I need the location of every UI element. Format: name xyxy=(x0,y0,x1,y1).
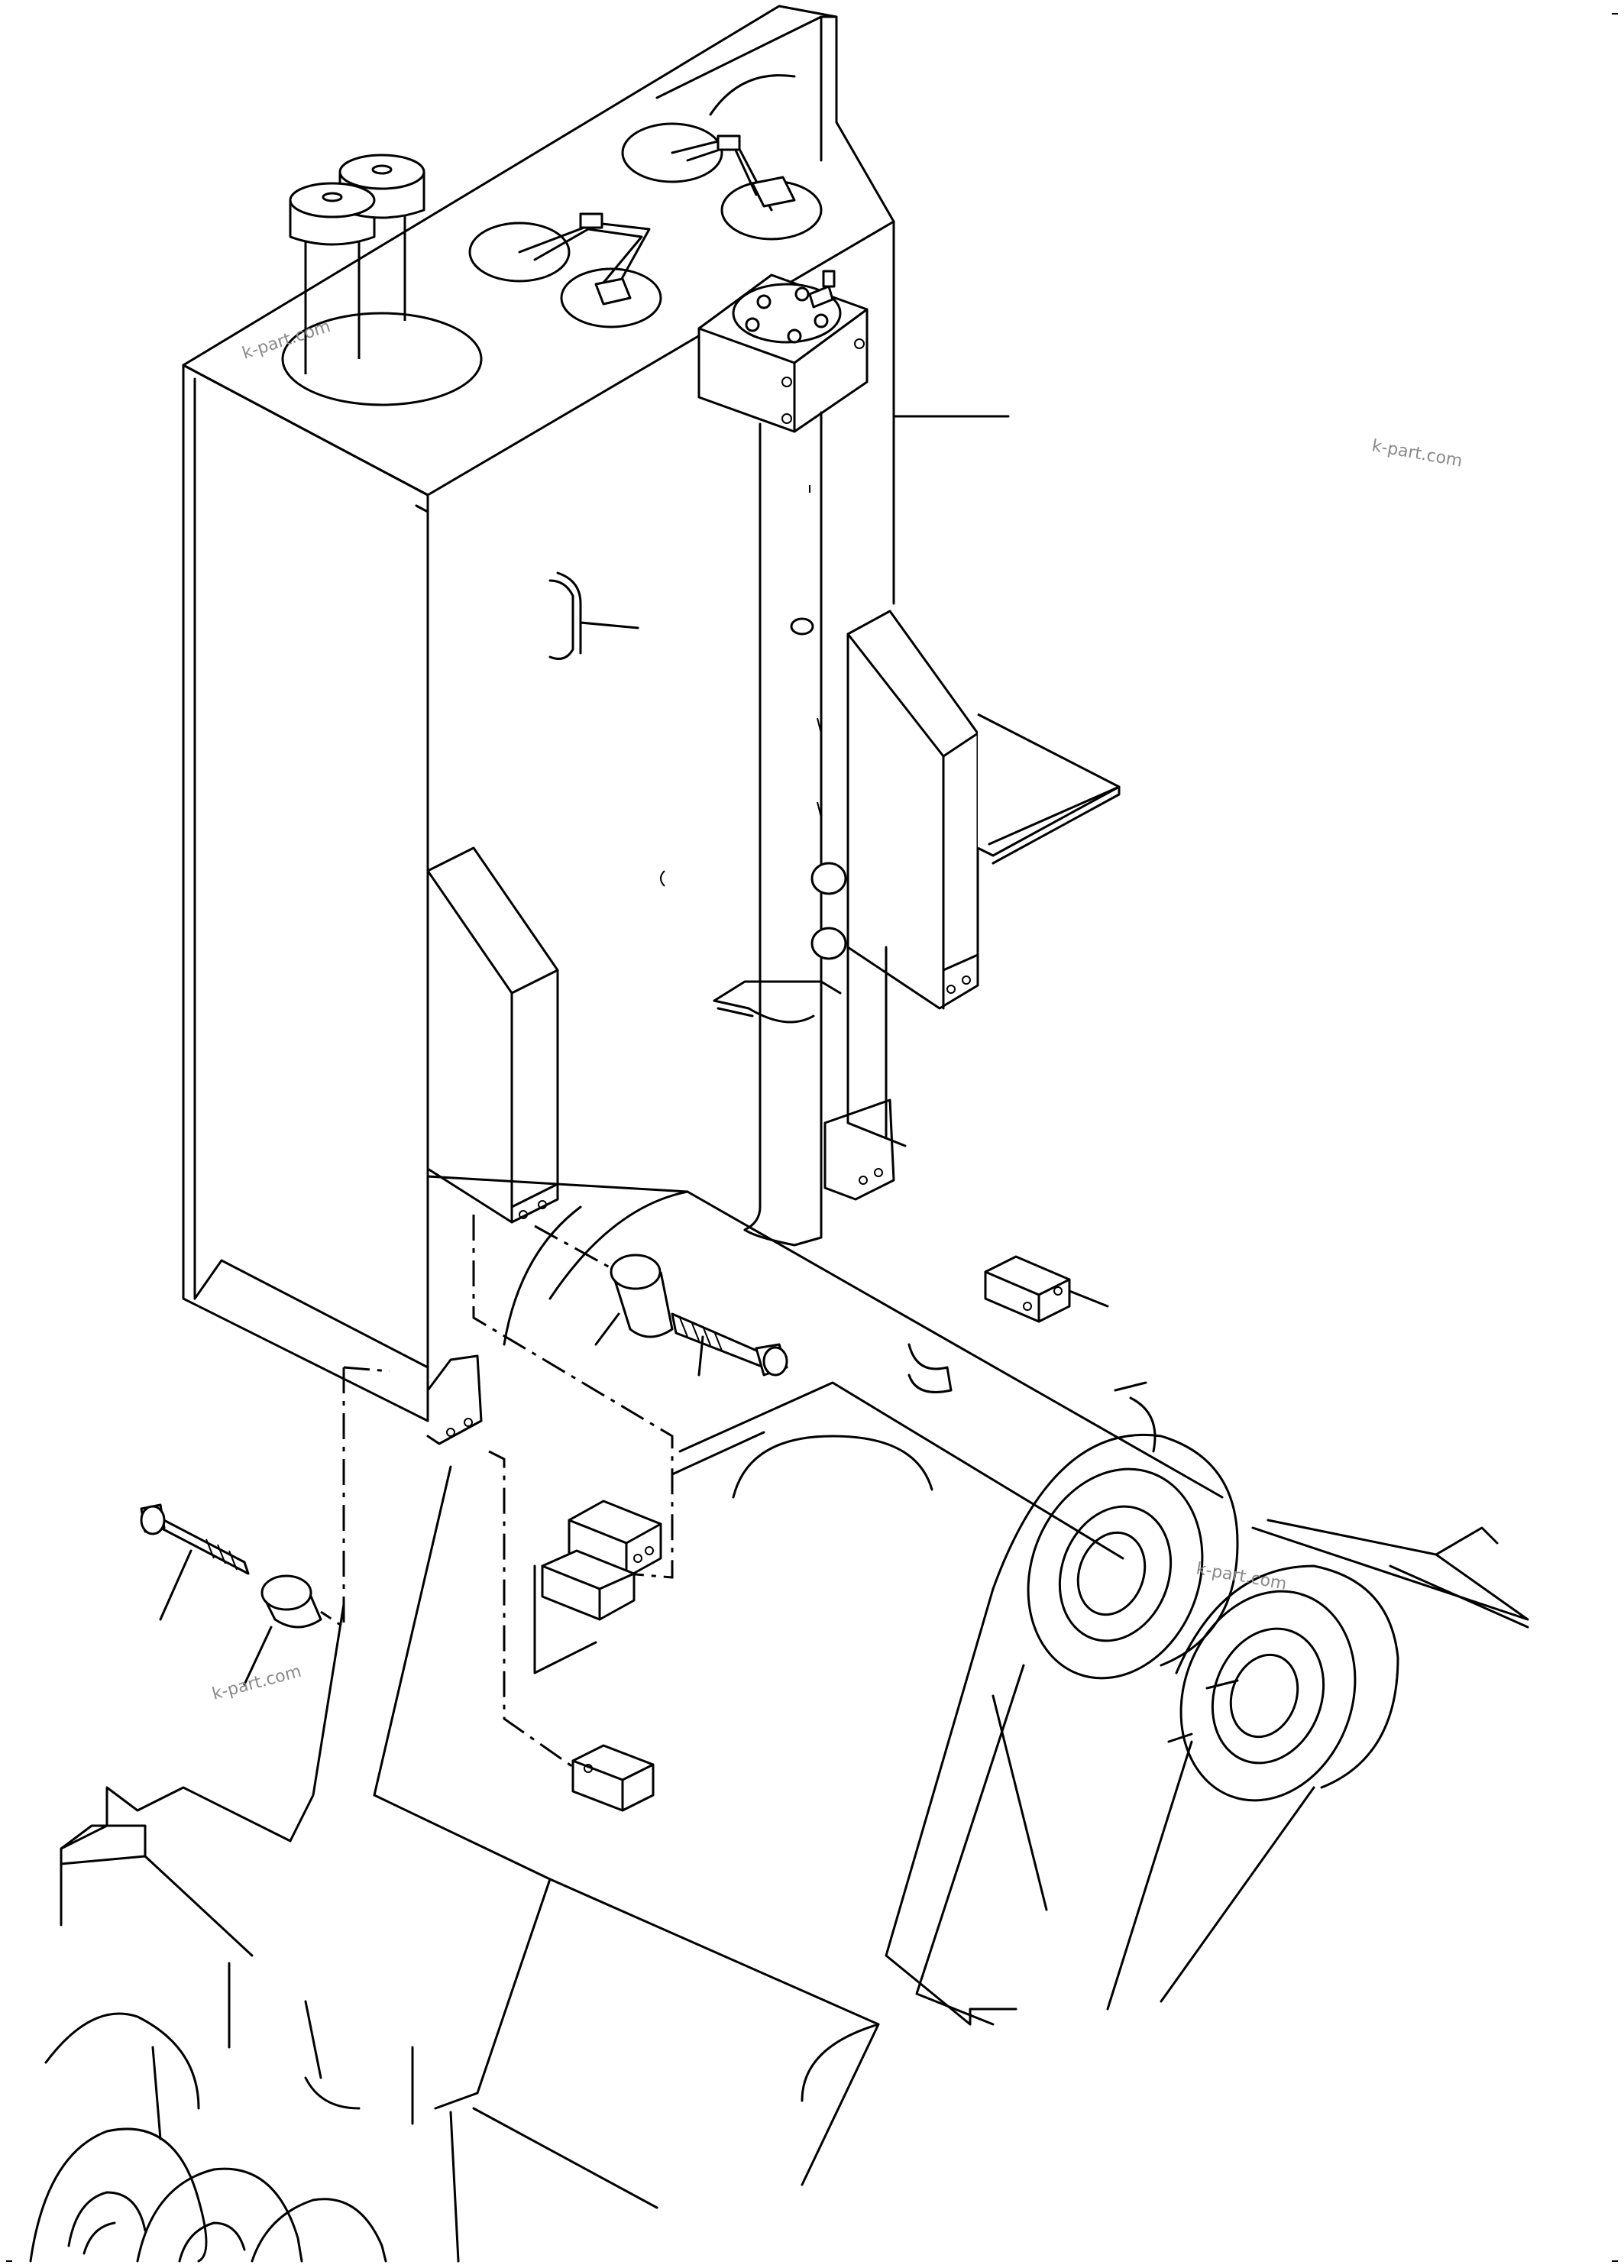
spacer-bushing-lower xyxy=(243,1574,322,1686)
revolving-frame xyxy=(29,1175,1224,2263)
stopper-block-right xyxy=(984,1255,1109,1323)
stopper-block-center xyxy=(533,1500,662,1674)
mounting-bolt-upper xyxy=(671,1312,788,1377)
sheet-corner-marks xyxy=(6,13,1618,2262)
tank-cover-plates xyxy=(468,122,823,328)
boom-foot-bosses xyxy=(885,1433,1529,2026)
spacer-bushing-upper xyxy=(594,1254,674,1346)
stopper-block-lower xyxy=(571,1744,655,1812)
watermark-text: k-part.com xyxy=(1195,1559,1288,1593)
left-mount-bracket xyxy=(426,846,559,1445)
watermark-text: k-part.com xyxy=(210,1662,303,1704)
breather-filter xyxy=(281,154,483,406)
watermark-text: k-part.com xyxy=(1370,436,1464,471)
return-pipe xyxy=(713,411,847,1247)
right-mount-bracket xyxy=(823,610,1121,1201)
assembly-dashed-lines xyxy=(320,1215,674,1774)
valve-manifold-block xyxy=(697,270,1010,433)
mounting-bolt-lower xyxy=(140,1503,250,1621)
